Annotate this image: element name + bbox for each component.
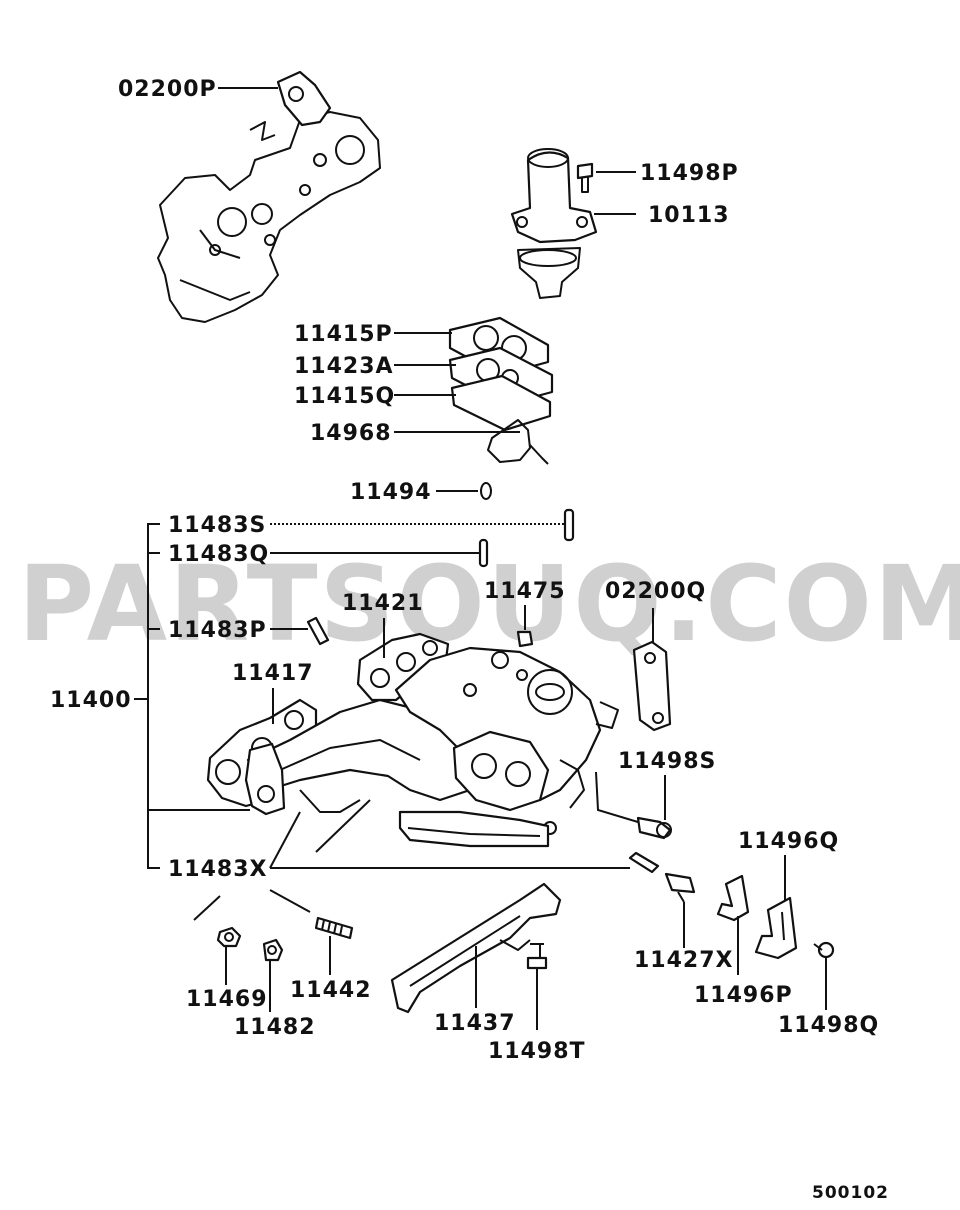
label-11442: 11442: [290, 978, 372, 1003]
bracket-02200p-part: [276, 70, 332, 127]
label-11483p: 11483P: [168, 618, 267, 643]
leader-lines: [134, 87, 827, 1030]
label-11469: 11469: [186, 987, 268, 1012]
bracket-11496p-part: [716, 874, 750, 922]
intake-manifold-part: [206, 632, 619, 848]
thermostat-housing-part: [510, 148, 598, 299]
label-11415p: 11415P: [294, 322, 393, 347]
bracket-11496q-part: [754, 896, 798, 960]
label-11427x: 11427X: [634, 948, 734, 973]
label-11494: 11494: [350, 480, 432, 505]
label-11483x: 11483X: [168, 857, 268, 882]
pin-11483p-part: [306, 616, 330, 646]
gasket-stack-part: [448, 316, 554, 465]
label-11498p: 11498P: [640, 161, 739, 186]
label-11496q: 11496Q: [738, 829, 839, 854]
label-11400: 11400: [50, 688, 132, 713]
bolt-11498q-part: [813, 941, 835, 959]
label-11498s: 11498S: [618, 749, 716, 774]
label-02200p: 02200P: [118, 77, 217, 102]
diagram-id: 500102: [812, 1183, 889, 1203]
nut-11482-part: [262, 938, 284, 962]
bolt-11498p-part: [576, 162, 594, 193]
label-11421: 11421: [342, 591, 424, 616]
part-labels: 02200P 11498P 10113 11415P 11423A 11415Q…: [50, 77, 879, 1064]
label-10113: 10113: [648, 203, 730, 228]
label-11496p: 11496P: [694, 983, 793, 1008]
label-11498t: 11498T: [488, 1039, 586, 1064]
label-11482: 11482: [234, 1015, 316, 1040]
label-11483q: 11483Q: [168, 542, 269, 567]
pin-11483x-part: [628, 851, 660, 874]
watermark-text: PARTSOUQ.COM: [18, 543, 960, 665]
bolt-11427x-part: [664, 872, 696, 903]
label-11417: 11417: [232, 661, 314, 686]
nut-11469-part: [216, 926, 242, 948]
pin-11483q-part: [478, 538, 489, 568]
pin-11483s-part: [563, 508, 575, 542]
plug-11475-part: [516, 630, 534, 648]
label-11437: 11437: [434, 1011, 516, 1036]
label-02200q: 02200Q: [605, 579, 706, 604]
label-11498q: 11498Q: [778, 1013, 879, 1038]
label-11415q: 11415Q: [294, 384, 395, 409]
o-ring-11494-part: [480, 482, 492, 500]
exhaust-manifold-part: [157, 111, 381, 323]
bracket-02200q-part: [632, 640, 672, 732]
label-11475: 11475: [484, 579, 566, 604]
label-11423a: 11423A: [294, 354, 394, 379]
bolt-11498t-part: [526, 943, 548, 970]
bolt-11498s-part: [636, 816, 672, 840]
stud-11442-part: [314, 916, 354, 940]
label-11483s: 11483S: [168, 513, 266, 538]
label-14968: 14968: [310, 421, 392, 446]
